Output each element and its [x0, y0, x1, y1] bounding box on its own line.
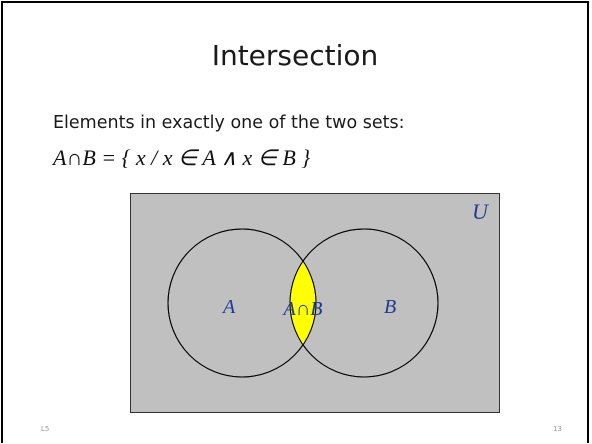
intersection-label: A∩B [282, 298, 323, 320]
footer-page-number: 13 [553, 425, 562, 433]
set-a-label: A [221, 296, 236, 318]
slide-subtitle: Elements in exactly one of the two sets: [53, 113, 405, 133]
footer-section-label: L5 [41, 425, 50, 433]
slide-title: Intersection [211, 39, 379, 72]
venn-diagram: U A B A∩B [130, 193, 500, 413]
set-formula: A∩B = { x / x ∈ A ∧ x ∈ B } [53, 145, 311, 170]
universe-label: U [472, 199, 490, 224]
set-b-label: B [384, 296, 396, 318]
